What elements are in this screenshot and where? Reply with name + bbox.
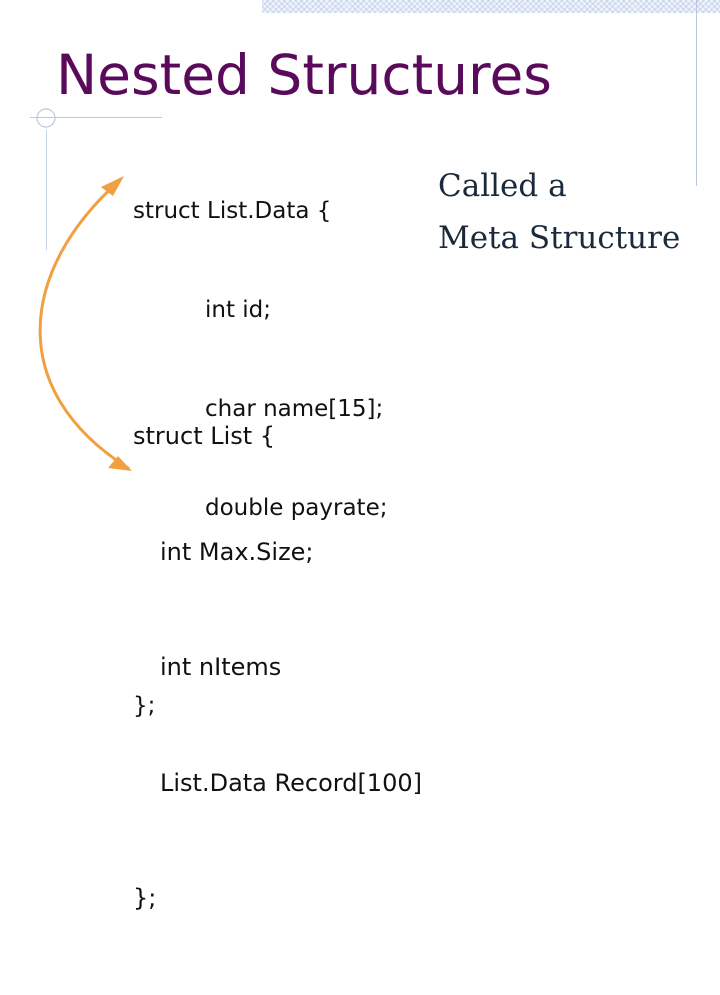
annotation-line-2: Meta Structure <box>438 220 681 256</box>
slide-title: Nested Structures <box>56 43 552 107</box>
code-line: int nItems <box>160 653 282 681</box>
code-line: struct List { <box>133 422 276 450</box>
decorative-left-rule <box>46 130 47 250</box>
decorative-vertical-rule <box>696 0 697 186</box>
code-line: List.Data Record[100] <box>160 768 422 797</box>
annotation-line-1: Called a <box>438 168 567 204</box>
code-line: char name[15]; <box>205 396 384 422</box>
code-line: struct List.Data { <box>133 198 332 224</box>
code-line: int Max.Size; <box>160 537 314 566</box>
decorative-horizontal-rule <box>30 117 162 118</box>
code-line: double payrate; <box>205 495 388 521</box>
decorative-pattern-bar <box>262 0 720 13</box>
code-line: }; <box>133 884 157 912</box>
code-block-list-data: struct List.Data { int id; char name[15]… <box>133 129 387 789</box>
code-line: int id; <box>205 297 272 323</box>
slide: Nested Structures struct List.Data { int… <box>30 0 720 912</box>
arrowhead-top <box>101 176 124 196</box>
crosshair-circle <box>36 108 56 128</box>
arrow-curve <box>38 180 130 470</box>
meta-structure-annotation: Called a Meta Structure <box>438 160 680 264</box>
arrowhead-bottom <box>108 456 132 471</box>
code-block-list: struct List { int Max.Size; int nItems L… <box>133 340 422 995</box>
